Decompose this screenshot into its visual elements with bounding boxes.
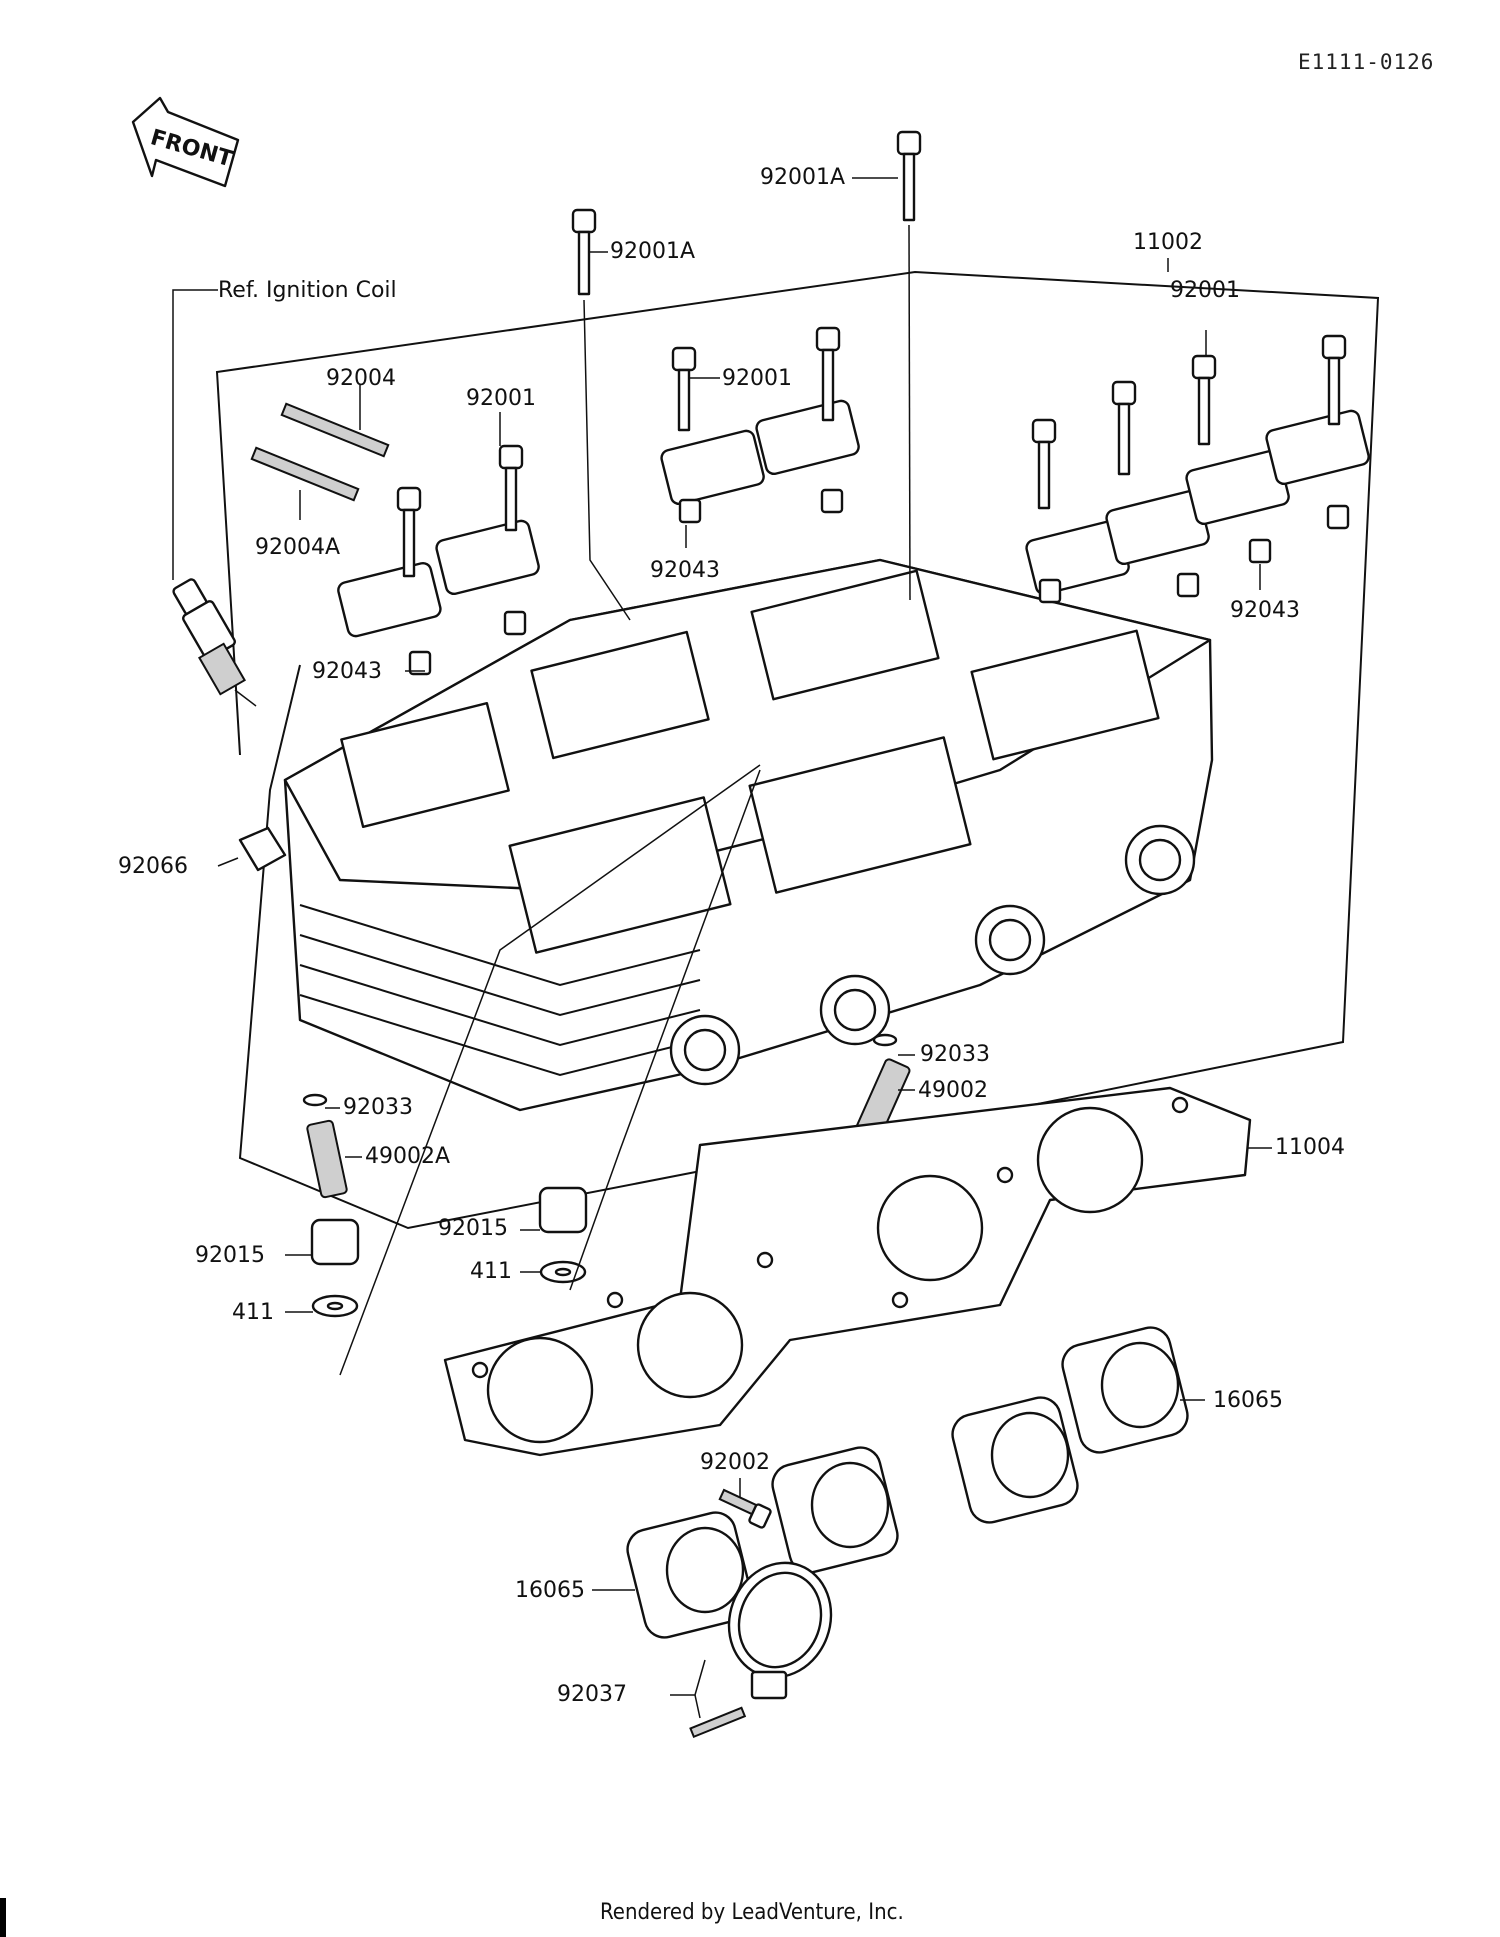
ignition-coil-leader [172,289,218,580]
label-92015-center: 92015 [438,1216,508,1241]
cam-cap-icons [337,399,1370,638]
bolt-leader-line [583,299,631,621]
label-92001A-top: 92001A [760,165,846,190]
dowel-pin-icons [408,488,1350,676]
label-92037: 92037 [557,1682,627,1707]
label-92043-center: 92043 [650,558,720,583]
label-92033-right: 92033 [920,1042,990,1067]
label-92001A-mid: 92001A [610,239,696,264]
diagram-code: E1111-0126 [1298,50,1435,74]
label-92002: 92002 [700,1450,770,1475]
footer-credit: Rendered by LeadVenture, Inc. [600,1900,904,1925]
label-92033-left: 92033 [343,1095,413,1120]
label-11004: 11004 [1275,1135,1345,1160]
assembly-leader-line-2 [569,769,761,1291]
label-92001-left: 92001 [466,386,536,411]
stud-icons [250,402,390,502]
label-49002: 49002 [918,1078,988,1103]
nut-washer-icons [310,1186,588,1318]
bolt-icons [396,130,1347,578]
label-92001-right: 92001 [1170,278,1240,303]
spark-plug-icon [172,578,257,707]
label-92043-left: 92043 [312,659,382,684]
label-16065-left: 16065 [515,1578,585,1603]
label-leader-lines [217,177,1272,1591]
label-92015-left: 92015 [195,1243,265,1268]
screw-92002-icon [718,1488,772,1529]
cylinder-head-icon [283,558,1214,1112]
head-gasket-icon [443,1086,1252,1457]
carb-holder-icons [626,1326,1189,1639]
label-92004: 92004 [326,366,396,391]
bolt-leader-line-2 [908,224,911,601]
edge-mark [0,1898,6,1937]
plug-92066-icon [238,826,287,872]
label-92001-center: 92001 [722,366,792,391]
front-arrow-icon: FRONT [131,96,240,188]
label-16065-right: 16065 [1213,1388,1283,1413]
valve-guide-icons [302,1033,911,1199]
label-411-left: 411 [232,1300,274,1325]
label-92043-right: 92043 [1230,598,1300,623]
label-11002: 11002 [1133,230,1203,255]
label-92066: 92066 [118,854,188,879]
head-assembly-outline [215,270,1380,1230]
label-49002A: 49002A [365,1144,451,1169]
label-411-center: 411 [470,1259,512,1284]
clamp-92037-icon [670,1561,833,1739]
assembly-leader-line [339,764,761,1376]
ref-ignition-coil-label: Ref. Ignition Coil [218,278,397,303]
label-92004A: 92004A [255,535,341,560]
